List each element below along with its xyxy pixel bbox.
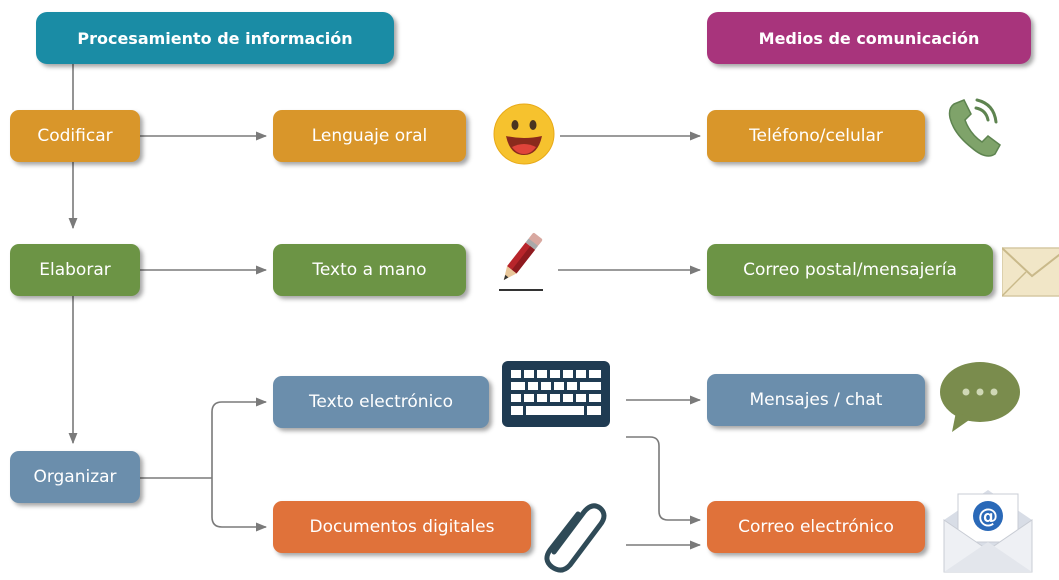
channel-texto-electronico: Texto electrónico (273, 376, 489, 428)
media-telefono: Teléfono/celular (707, 110, 925, 162)
pencil-icon (499, 233, 543, 291)
media-correo-electronico: Correo electrónico (707, 501, 925, 553)
keyboard-icon (502, 361, 610, 427)
connector-to-texto-electronico (211, 397, 268, 478)
channel-documentos-digitales: Documentos digitales (273, 501, 531, 553)
step-elaborar: Elaborar (10, 244, 140, 296)
chat-bubble-icon (940, 362, 1020, 432)
media-correo-postal: Correo postal/mensajería (707, 244, 993, 296)
step-codificar: Codificar (10, 110, 140, 162)
step-organizar: Organizar (10, 451, 140, 503)
connector-texto-correo (626, 436, 702, 525)
phone-icon (948, 98, 1001, 157)
svg-text:@: @ (978, 504, 998, 528)
channel-texto-mano: Texto a mano (273, 244, 466, 296)
smiley-icon (493, 103, 555, 165)
header-procesamiento: Procesamiento de información (36, 12, 394, 64)
email-icon: @ (943, 490, 1033, 573)
channel-lenguaje-oral: Lenguaje oral (273, 110, 466, 162)
paperclip-icon (544, 503, 607, 573)
connector-to-documentos (211, 478, 268, 532)
media-mensajes: Mensajes / chat (707, 374, 925, 426)
envelope-icon (1002, 247, 1059, 297)
header-medios: Medios de comunicación (707, 12, 1031, 64)
